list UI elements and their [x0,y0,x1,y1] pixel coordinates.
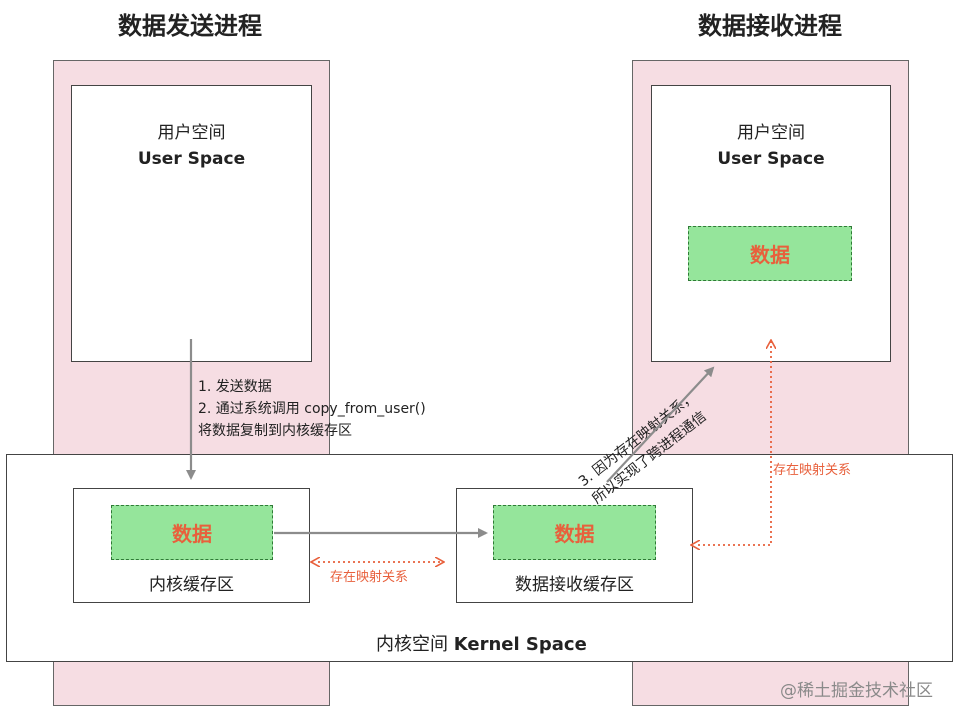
receive-buffer-data-block: 数据 [493,505,656,560]
kernel-buffer-data-block: 数据 [111,505,273,560]
step-1-text: 1. 发送数据 [198,379,272,395]
step-2-text: 2. 通过系统调用 copy_from_user() [198,401,426,417]
kernel-space-label: 内核空间 Kernel Space [376,630,587,656]
kernel-space-label-cn: 内核空间 [376,634,448,655]
sender-user-space-cn: 用户空间 [157,123,226,143]
kernel-buffer-label: 内核缓存区 [149,575,234,595]
receiver-user-space-en: User Space [717,149,825,169]
sender-process-title: 数据发送进程 [118,12,262,40]
kernel-space-label-en: Kernel Space [453,634,587,655]
watermark: @稀土掘金技术社区 [780,681,933,701]
user-mapping-label: 存在映射关系 [773,463,852,478]
receiver-process-title: 数据接收进程 [698,12,842,40]
cross-process-arrow [606,366,715,483]
receive-buffer-label: 数据接收缓存区 [515,575,634,595]
step-2b-text: 将数据复制到内核缓存区 [198,423,352,439]
kernel-mapping-label: 存在映射关系 [330,570,409,585]
receiver-data-block: 数据 [688,226,852,281]
sender-user-space-en: User Space [137,149,246,169]
receiver-user-space: 用户空间 User Space [651,85,891,362]
receiver-user-space-cn: 用户空间 [737,123,805,143]
sender-user-space: 用户空间 User Space [71,85,312,362]
